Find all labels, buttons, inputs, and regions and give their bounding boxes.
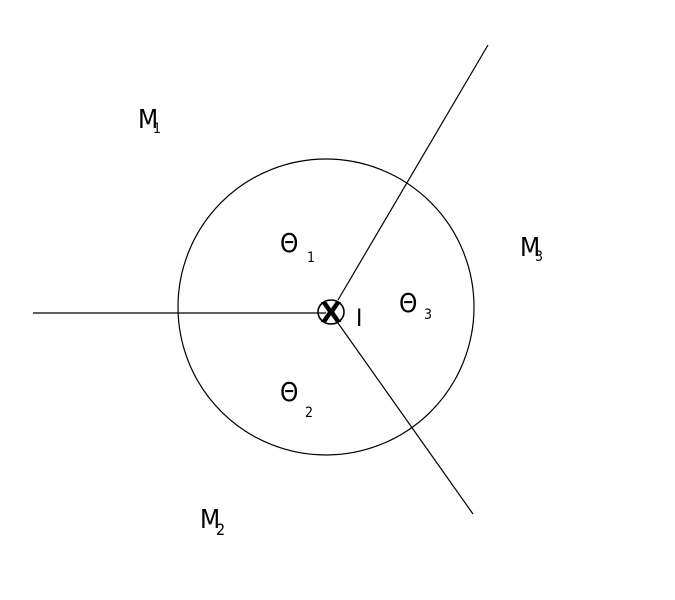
theta-point-3: Θ 3 [399,289,432,323]
theta-subscript-2: 2 [305,405,313,421]
theta-symbol-3: Θ [399,289,417,319]
theta-symbol-2: Θ [280,378,298,408]
boundary-circle [177,158,475,456]
region-subscript-2: 2 [216,520,225,539]
region-label-1: M 1 [138,105,161,137]
region-subscript-3: 3 [535,249,543,265]
theta-point-2: Θ 2 [280,378,313,421]
region-letter-3: M [520,233,540,263]
region-letter-2: M [200,505,220,535]
theta-subscript-3: 3 [424,307,432,323]
boundary-line-upper-right [337,44,489,301]
region-subscript-1: 1 [153,121,161,137]
theta-subscript-1: 1 [307,250,315,266]
theta-symbol-1: Θ [280,229,298,259]
junction-label: I [356,304,362,332]
region-label-3: M 3 [520,233,543,265]
boundary-line-lower-right [337,322,474,515]
region-label-2: M 2 [200,505,225,539]
region-letter-1: M [138,105,158,135]
theta-point-1: Θ 1 [280,229,315,266]
junction-x-glyph: X [320,296,342,329]
junction-marker: X [317,296,345,329]
